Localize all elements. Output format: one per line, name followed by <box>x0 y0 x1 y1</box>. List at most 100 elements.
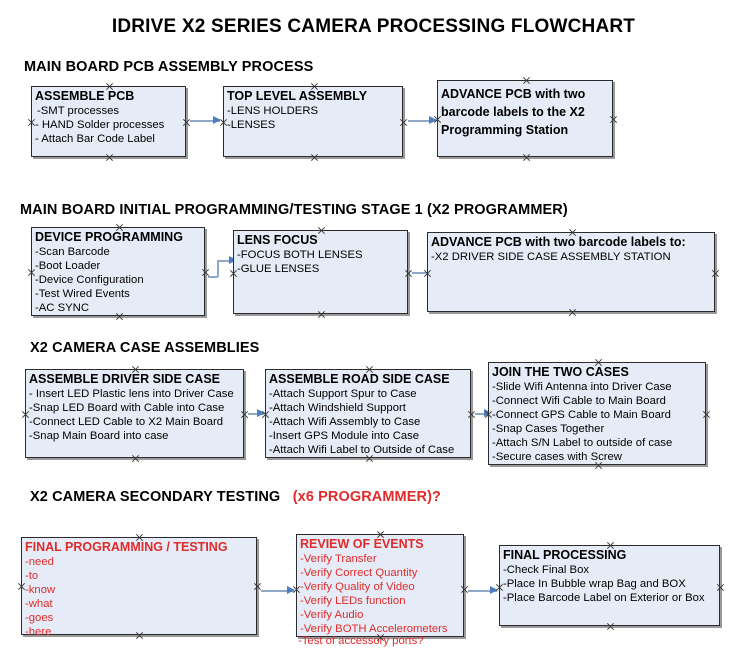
box-line: -FOCUS BOTH LENSES <box>237 249 363 261</box>
box-line: -Boot Loader <box>35 260 101 272</box>
section-header-3-text: X2 CAMERA CASE ASSEMBLIES <box>30 340 260 356</box>
box-line: -Connect GPS Cable to Main Board <box>492 409 671 421</box>
box-final-processing[interactable]: FINAL PROCESSING -Check Final Box -Place… <box>499 545 720 626</box>
connector-handle-bottom[interactable] <box>131 454 140 463</box>
box-line: -Attach Wifi Assembly to Case <box>269 416 421 428</box>
connector-handle-bottom[interactable] <box>606 622 615 631</box>
box-title: ASSEMBLE DRIVER SIDE CASE <box>29 372 221 386</box>
box-line: - Insert LED Plastic lens into Driver Ca… <box>29 388 234 400</box>
section-header-2: MAIN BOARD INITIAL PROGRAMMING/TESTING S… <box>20 202 568 218</box>
box-line: -GLUE LENSES <box>237 263 320 275</box>
box-line: -Verify Correct Quantity <box>300 567 418 579</box>
connector-handle-bottom[interactable] <box>310 153 319 162</box>
section-header-3: X2 CAMERA CASE ASSEMBLIES <box>30 340 259 356</box>
box-line: -Verify Transfer <box>300 553 377 565</box>
box-line: -Attach S/N Label to outside of case <box>492 437 673 449</box>
section-header-1: MAIN BOARD PCB ASSEMBLY PROCESS <box>24 59 313 75</box>
box-line: -Snap Cases Together <box>492 423 605 435</box>
box-title: JOIN THE TWO CASES <box>492 365 629 379</box>
arrow-head <box>490 586 498 594</box>
box-title: FINAL PROCESSING <box>503 548 627 562</box>
box-title: ADVANCE PCB with two barcode labels to: <box>431 235 686 249</box>
box-line: -Connect Wifi Cable to Main Board <box>492 395 666 407</box>
box-line: -what <box>25 598 53 610</box>
arrow-pcb-to-top-level <box>190 116 221 124</box>
arrow-shaft <box>412 272 434 274</box>
box-title: ASSEMBLE PCB <box>35 89 135 103</box>
box-top-level-assembly[interactable]: TOP LEVEL ASSEMBLY -LENS HOLDERS -LENSES <box>223 86 403 157</box>
arrow-shaft <box>248 413 264 415</box>
box-line: -Verify LEDs function <box>300 595 406 607</box>
box-line: -Connect LED Cable to X2 Main Board <box>29 416 224 428</box>
arrow-shaft <box>217 260 232 262</box>
box-line: -Snap Main Board into case <box>29 430 169 442</box>
box-line: -Attach Wifi Label to Outside of Case <box>269 444 455 456</box>
box-line: -to <box>25 570 39 582</box>
arrow-head <box>287 586 295 594</box>
section-header-4-text: X2 CAMERA SECONDARY TESTING <box>30 489 281 505</box>
box-advance-pcb-driver-station[interactable]: ADVANCE PCB with two barcode labels to: … <box>427 232 715 312</box>
box-line: -Verify Quality of Video <box>300 581 415 593</box>
connector-handle-bottom[interactable] <box>568 308 577 317</box>
box-line: -Snap LED Board with Cable into Case <box>29 402 225 414</box>
box-line: -Verify Audio <box>300 609 364 621</box>
box-title: LENS FOCUS <box>237 233 318 247</box>
box-line: -Insert GPS Module into Case <box>269 430 420 442</box>
box-line: -LENS HOLDERS <box>227 105 319 117</box>
box-title: REVIEW OF EVENTS <box>300 537 424 551</box>
box-assemble-road-side-case[interactable]: ASSEMBLE ROAD SIDE CASE -Attach Support … <box>265 369 471 458</box>
box-line: -Check Final Box <box>503 564 590 576</box>
arrow-shaft <box>208 276 218 278</box>
connector-handle-bottom[interactable] <box>317 310 326 319</box>
box-line: -AC SYNC <box>35 302 89 314</box>
box-title: ASSEMBLE ROAD SIDE CASE <box>269 372 450 386</box>
section-header-4: X2 CAMERA SECONDARY TESTING (x6 PROGRAMM… <box>30 489 441 505</box>
box-line: -Secure cases with Screw <box>492 451 622 463</box>
arrow-head <box>257 409 265 417</box>
box-final-programming-testing[interactable]: FINAL PROGRAMMING / TESTING -need -to -k… <box>21 537 257 638</box>
box-line: -Slide Wifi Antenna into Driver Case <box>492 381 672 393</box>
box-title: FINAL PROGRAMMING / TESTING <box>25 540 228 554</box>
page-title: IDRIVE X2 SERIES CAMERA PROCESSING FLOWC… <box>111 16 636 37</box>
box-review-of-events[interactable]: REVIEW OF EVENTS -Verify Transfer -Verif… <box>296 534 464 647</box>
box-assemble-driver-side-case[interactable]: ASSEMBLE DRIVER SIDE CASE - Insert LED P… <box>25 369 244 458</box>
box-title: TOP LEVEL ASSEMBLY <box>227 89 368 103</box>
connector-handle-right[interactable] <box>711 269 720 278</box>
box-line: -Device Configuration <box>35 274 144 286</box>
connector-handle-bottom[interactable] <box>522 153 531 162</box>
section-header-2-text: MAIN BOARD INITIAL PROGRAMMING/TESTING S… <box>20 202 568 218</box>
box-line: -Attach Support Spur to Case <box>269 388 417 400</box>
box-line: -need <box>25 556 54 568</box>
connector-handle-bottom[interactable] <box>105 153 114 162</box>
box-line: -know <box>25 584 56 596</box>
box-title: DEVICE PROGRAMMING <box>35 230 183 244</box>
box-device-programming[interactable]: DEVICE PROGRAMMING -Scan Barcode -Boot L… <box>31 227 205 316</box>
arrow-final-programming-to-review <box>261 586 295 594</box>
box-lens-focus[interactable]: LENS FOCUS -FOCUS BOTH LENSES -GLUE LENS… <box>233 230 408 314</box>
arrow-shaft <box>408 120 436 122</box>
box-line: -Verify BOTH Accelerometers <box>300 623 448 635</box>
arrow-shaft <box>468 590 497 592</box>
box-assemble-pcb[interactable]: ASSEMBLE PCB -SMT processes - HAND Solde… <box>31 86 186 157</box>
arrow-device-to-lens-focus <box>208 256 237 278</box>
arrow-head <box>429 116 437 124</box>
section-header-1-text: MAIN BOARD PCB ASSEMBLY PROCESS <box>24 59 314 75</box>
box-line: -Attach Windshield Support <box>269 402 406 414</box>
box-join-the-two-cases[interactable]: JOIN THE TWO CASES -Slide Wifi Antenna i… <box>488 362 706 465</box>
box-advance-pcb-programming-station[interactable]: ADVANCE PCB with two barcode labels to t… <box>437 80 613 157</box>
box-line: -here <box>25 626 52 638</box>
box-line: -goes <box>25 612 54 624</box>
box-line: -X2 DRIVER SIDE CASE ASSEMBLY STATION <box>431 251 671 263</box>
arrow-driver-case-to-road-case <box>248 409 265 417</box>
arrow-shaft <box>261 590 294 592</box>
arrow-top-level-to-advance <box>408 116 437 124</box>
box-line: -Test Wired Events <box>35 288 130 300</box>
connector-handle-top[interactable] <box>522 76 531 85</box>
arrow-head <box>213 116 221 124</box>
section-header-4-suffix: (x6 PROGRAMMER)? <box>292 489 441 505</box>
box-line: -SMT processes <box>37 105 120 117</box>
box-line: -Place Barcode Label on Exterior or Box <box>503 592 705 604</box>
box-overflow-line: -Test of accessory ports? <box>298 635 424 647</box>
box-line: - Attach Bar Code Label <box>35 133 155 145</box>
